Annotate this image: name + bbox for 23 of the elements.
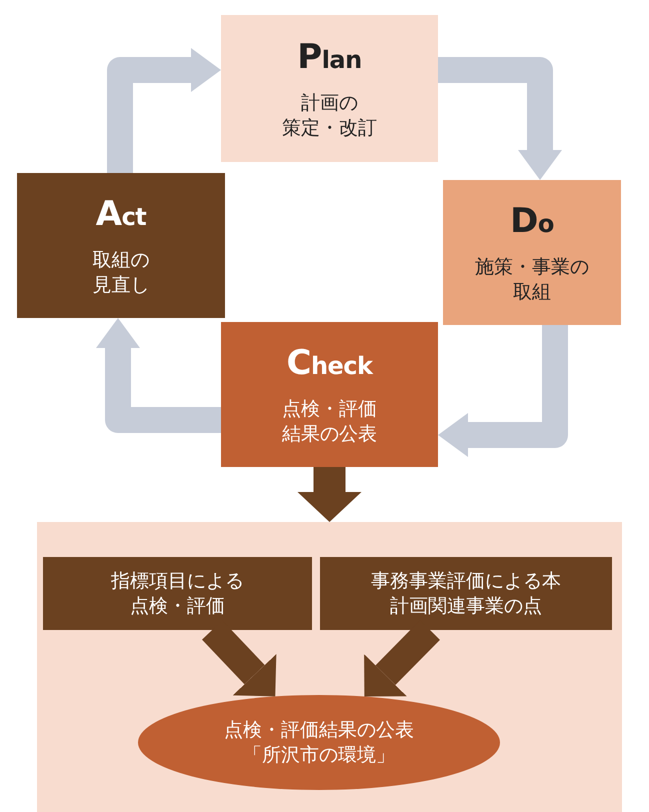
process-box <box>17 173 225 318</box>
process-box <box>443 180 621 325</box>
stage-title: Do <box>510 200 554 241</box>
box-text: 計画の策定・改訂 <box>282 90 377 140</box>
box-text: 施策・事業の取組 <box>475 254 589 304</box>
process-box <box>43 557 312 630</box>
cycle-arrow <box>438 325 568 457</box>
process-box <box>221 15 438 162</box>
box-text: 点検・評価結果の公表「所沢市の環境」 <box>224 718 414 768</box>
stage-title: Plan <box>297 36 362 77</box>
cycle-arrow <box>107 48 221 173</box>
stage-title: Check <box>286 342 372 383</box>
block-arrow <box>298 467 362 522</box>
box-text: 指標項目による点検・評価 <box>111 568 244 618</box>
process-box <box>320 557 612 630</box>
cycle-arrow <box>438 57 562 180</box>
box-text: 点検・評価結果の公表 <box>282 396 377 446</box>
process-box <box>221 322 438 467</box>
box-text: 取組の見直し <box>92 248 150 298</box>
stage-title: Act <box>96 194 146 234</box>
panel-background <box>37 522 622 812</box>
cycle-arrow <box>96 318 221 433</box>
box-text: 事務事業評価による本計画関連事業の点 <box>371 568 561 618</box>
